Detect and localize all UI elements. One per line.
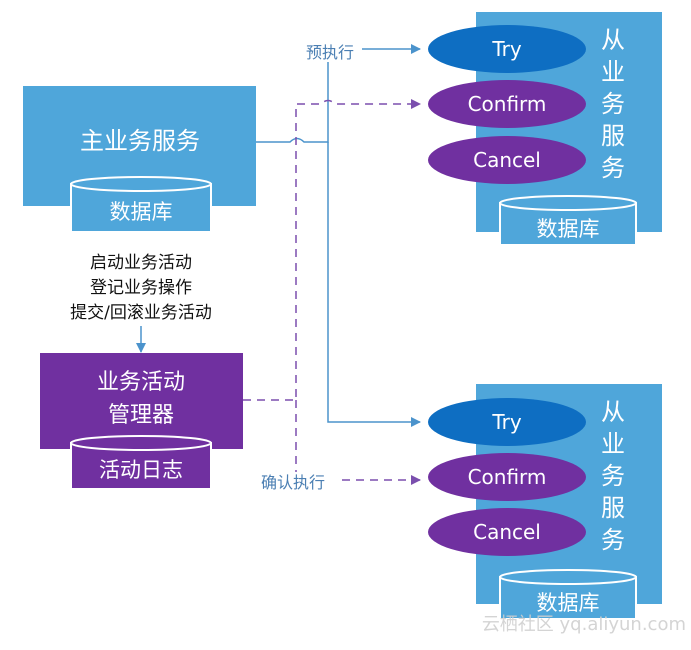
activity-manager-label-line2: 管理器 xyxy=(108,403,174,428)
label-bg-confirm xyxy=(250,472,336,492)
activity-manager-box xyxy=(40,353,243,449)
slave-1-label-char-5: 务 xyxy=(601,154,625,182)
step-start-activity: 启动业务活动 xyxy=(90,253,192,273)
edge-main-to-try-1 xyxy=(256,44,421,143)
slave-2-cancel-label: Cancel xyxy=(473,520,541,544)
slave-1-try-oval xyxy=(428,25,586,73)
slave-1-cancel-label: Cancel xyxy=(473,148,541,172)
slave-1-label-char-2: 业 xyxy=(601,58,625,86)
main-service-label: 主业务服务 xyxy=(80,127,200,155)
edge-manager-to-confirm-2 xyxy=(295,400,421,485)
slave-1-try-label: Try xyxy=(491,37,522,61)
watermark: 云栖社区 yq.aliyun.com xyxy=(482,614,686,635)
slave-1-label-char-3: 务 xyxy=(601,90,625,118)
edge-label-try: 预执行 xyxy=(306,43,354,62)
activity-manager: 业务活动 管理器 xyxy=(40,353,243,449)
slave-2-try-oval xyxy=(428,398,586,446)
slave-1-label-char-1: 从 xyxy=(601,26,625,54)
label-bg-try xyxy=(298,42,362,62)
slave-2-db-label: 数据库 xyxy=(537,591,600,615)
slave-2-label-char-1: 从 xyxy=(601,398,625,426)
slave-1-db-body xyxy=(499,202,637,246)
slave-2-cancel-oval xyxy=(428,508,586,556)
slave-2-label-char-5: 务 xyxy=(601,526,625,554)
step-register-operation: 登记业务操作 xyxy=(90,278,192,298)
edge-main-to-try-2 xyxy=(327,142,421,427)
slave-1-db-top xyxy=(499,195,637,211)
slave-1-confirm-label: Confirm xyxy=(468,92,547,116)
main-service-db: 数据库 xyxy=(70,176,212,233)
slave-1-confirm-oval xyxy=(428,80,586,128)
slave-service-1: 从 业 务 服 务 Try Confirm Cancel 数据库 xyxy=(428,25,637,246)
slave-2-db-top xyxy=(499,569,637,585)
edge-manager-to-confirm-1 xyxy=(243,99,421,401)
slave-1-cancel-oval xyxy=(428,136,586,184)
slave-service-2: 从 业 务 服 务 Try Confirm Cancel 数据库 xyxy=(428,398,637,620)
slave-2-label-char-2: 业 xyxy=(601,430,625,458)
edge-label-confirm: 确认执行 xyxy=(261,473,325,492)
step-commit-rollback: 提交/回滚业务活动 xyxy=(70,303,212,323)
activity-log-label: 活动日志 xyxy=(99,458,183,482)
activity-log-top xyxy=(70,435,212,451)
slave-2-try-label: Try xyxy=(491,410,522,434)
slave-2-confirm-oval xyxy=(428,453,586,501)
slave-2-confirm-label: Confirm xyxy=(468,465,547,489)
main-db-label: 数据库 xyxy=(110,200,173,224)
activity-log-db: 活动日志 xyxy=(70,435,212,490)
main-db-top xyxy=(70,176,212,192)
slave-2-label-char-3: 务 xyxy=(601,462,625,490)
activity-manager-label-line1: 业务活动 xyxy=(97,370,185,395)
slave-2-label-char-4: 服 xyxy=(601,494,625,522)
slave-1-label-char-4: 服 xyxy=(601,122,625,150)
slave-1-db-label: 数据库 xyxy=(537,217,600,241)
